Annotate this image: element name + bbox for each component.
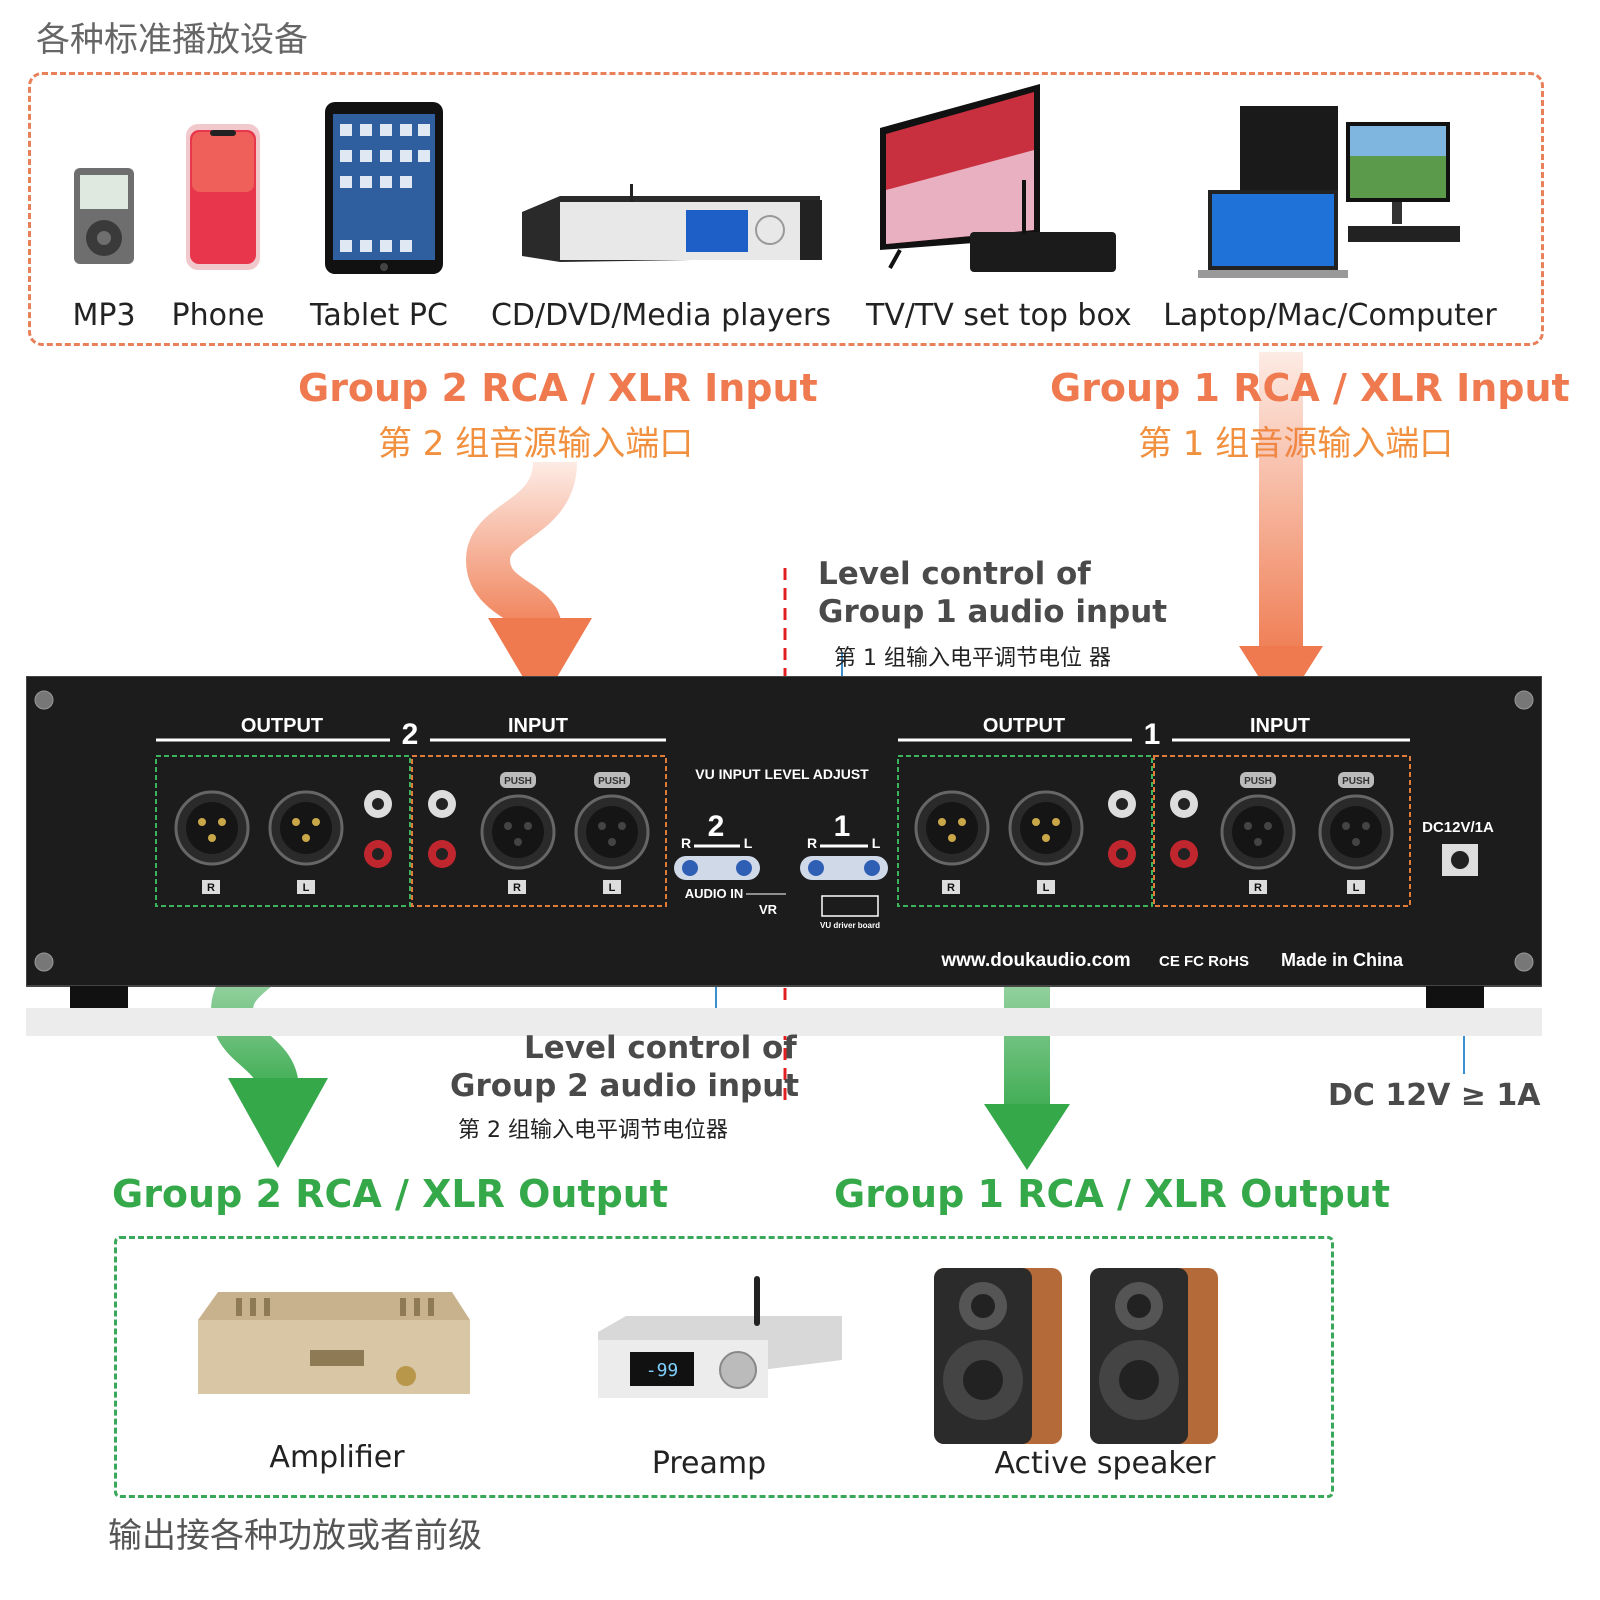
- vu-driver-label: VU driver board: [820, 921, 880, 930]
- source-device-illustrations: [74, 84, 1460, 278]
- group1-output-header: OUTPUT: [983, 715, 1065, 737]
- group2-panel-number: 2: [402, 718, 419, 751]
- svg-text:R: R: [807, 835, 817, 851]
- source-device-label-tablet: Tablet PC: [310, 298, 448, 333]
- svg-text:L: L: [609, 882, 616, 894]
- level-group2-line1: Level control of: [524, 1030, 797, 1066]
- vr-label: VR: [759, 902, 778, 917]
- group1-input-title: Group 1 RCA / XLR Input: [1050, 366, 1570, 410]
- svg-text:PUSH: PUSH: [1342, 776, 1370, 787]
- source-device-label-computer: Laptop/Mac/Computer: [1163, 298, 1497, 333]
- group2-input-header: INPUT: [508, 715, 568, 737]
- svg-text:PUSH: PUSH: [1244, 776, 1272, 787]
- group2-input-subtitle: 第 2 组音源输入端口: [378, 424, 694, 464]
- svg-text:R: R: [513, 882, 521, 894]
- svg-text:L: L: [1043, 882, 1050, 894]
- phone-icon: [186, 124, 260, 270]
- group1-output-title: Group 1 RCA / XLR Output: [834, 1172, 1391, 1216]
- knob2-number: 2: [708, 810, 725, 843]
- output-device-illustrations: -99: [198, 1268, 1218, 1444]
- rear-panel: OUTPUT 2 INPUT R L PUSH PUSH R L VU: [26, 676, 1542, 1036]
- svg-text:R: R: [207, 882, 215, 894]
- group1-xlr-input-r: [1220, 794, 1296, 870]
- tv-icon: [880, 84, 1116, 272]
- source-section-title: 各种标准播放设备: [36, 20, 308, 60]
- svg-text:PUSH: PUSH: [598, 776, 626, 787]
- level-group1-line1: Level control of: [818, 556, 1091, 592]
- source-device-label-phone: Phone: [171, 298, 265, 333]
- mp3-player-icon: [74, 168, 134, 264]
- svg-text:R: R: [1254, 882, 1262, 894]
- group2-xlr-input-l: [574, 794, 650, 870]
- source-device-label-media: CD/DVD/Media players: [490, 298, 832, 333]
- cert-marks: CE FC RoHS: [1159, 953, 1249, 970]
- media-player-icon: [522, 184, 822, 262]
- speaker-icon: [934, 1268, 1218, 1444]
- dc-jack-label: DC12V/1A: [1422, 819, 1494, 836]
- svg-text:L: L: [872, 835, 881, 851]
- svg-text:L: L: [303, 882, 310, 894]
- level-group1-line2: Group 1 audio input: [818, 594, 1168, 630]
- group1-xlr-input-l: [1318, 794, 1394, 870]
- svg-text:-99: -99: [646, 1360, 679, 1381]
- source-device-label-mp3: MP3: [72, 298, 136, 333]
- tablet-icon: [325, 102, 443, 274]
- group2-output-header: OUTPUT: [241, 715, 323, 737]
- dc-power-note: DC 12V ≥ 1A: [1328, 1078, 1541, 1113]
- output-device-label-preamp: Preamp: [651, 1446, 767, 1481]
- svg-text:L: L: [744, 835, 753, 851]
- group1-xlr-output-l: [1008, 790, 1084, 866]
- output-section-title: 输出接各种功放或者前级: [108, 1516, 482, 1556]
- level-group1-zh: 第 1 组输入电平调节电位 器: [834, 646, 1111, 671]
- group2-input-title: Group 2 RCA / XLR Input: [298, 366, 818, 410]
- source-devices-box: [28, 72, 1544, 346]
- source-device-label-tv: TV/TV set top box: [866, 298, 1132, 333]
- group1-input-arrow: [1239, 352, 1323, 712]
- group2-xlr-output-r: [174, 790, 250, 866]
- made-in-text: Made in China: [1281, 950, 1404, 970]
- output-devices-box: [114, 1236, 1334, 1498]
- group2-output-title: Group 2 RCA / XLR Output: [112, 1172, 669, 1216]
- group1-xlr-output-r: [914, 790, 990, 866]
- audio-in-label: AUDIO IN: [685, 886, 744, 901]
- svg-text:L: L: [1353, 882, 1360, 894]
- group2-xlr-input-r: [480, 794, 556, 870]
- group2-input-arrow: [465, 460, 592, 706]
- svg-text:PUSH: PUSH: [504, 776, 532, 787]
- knob1-number: 1: [834, 810, 851, 843]
- vu-input-level-label: VU INPUT LEVEL ADJUST: [695, 766, 869, 782]
- output-device-label-speaker: Active speaker: [994, 1446, 1216, 1481]
- svg-text:R: R: [681, 835, 691, 851]
- computer-icon: [1198, 106, 1460, 278]
- level-group2-zh: 第 2 组输入电平调节电位器: [458, 1118, 728, 1143]
- preamp-icon: -99: [598, 1276, 842, 1398]
- group2-xlr-output-l: [268, 790, 344, 866]
- level-group2-line2: Group 2 audio input: [450, 1068, 800, 1104]
- website-text: www.doukaudio.com: [940, 950, 1130, 971]
- group1-panel-number: 1: [1144, 718, 1161, 751]
- svg-text:R: R: [947, 882, 955, 894]
- group1-input-header: INPUT: [1250, 715, 1310, 737]
- amplifier-icon: [198, 1292, 470, 1394]
- output-device-label-amplifier: Amplifier: [269, 1440, 405, 1475]
